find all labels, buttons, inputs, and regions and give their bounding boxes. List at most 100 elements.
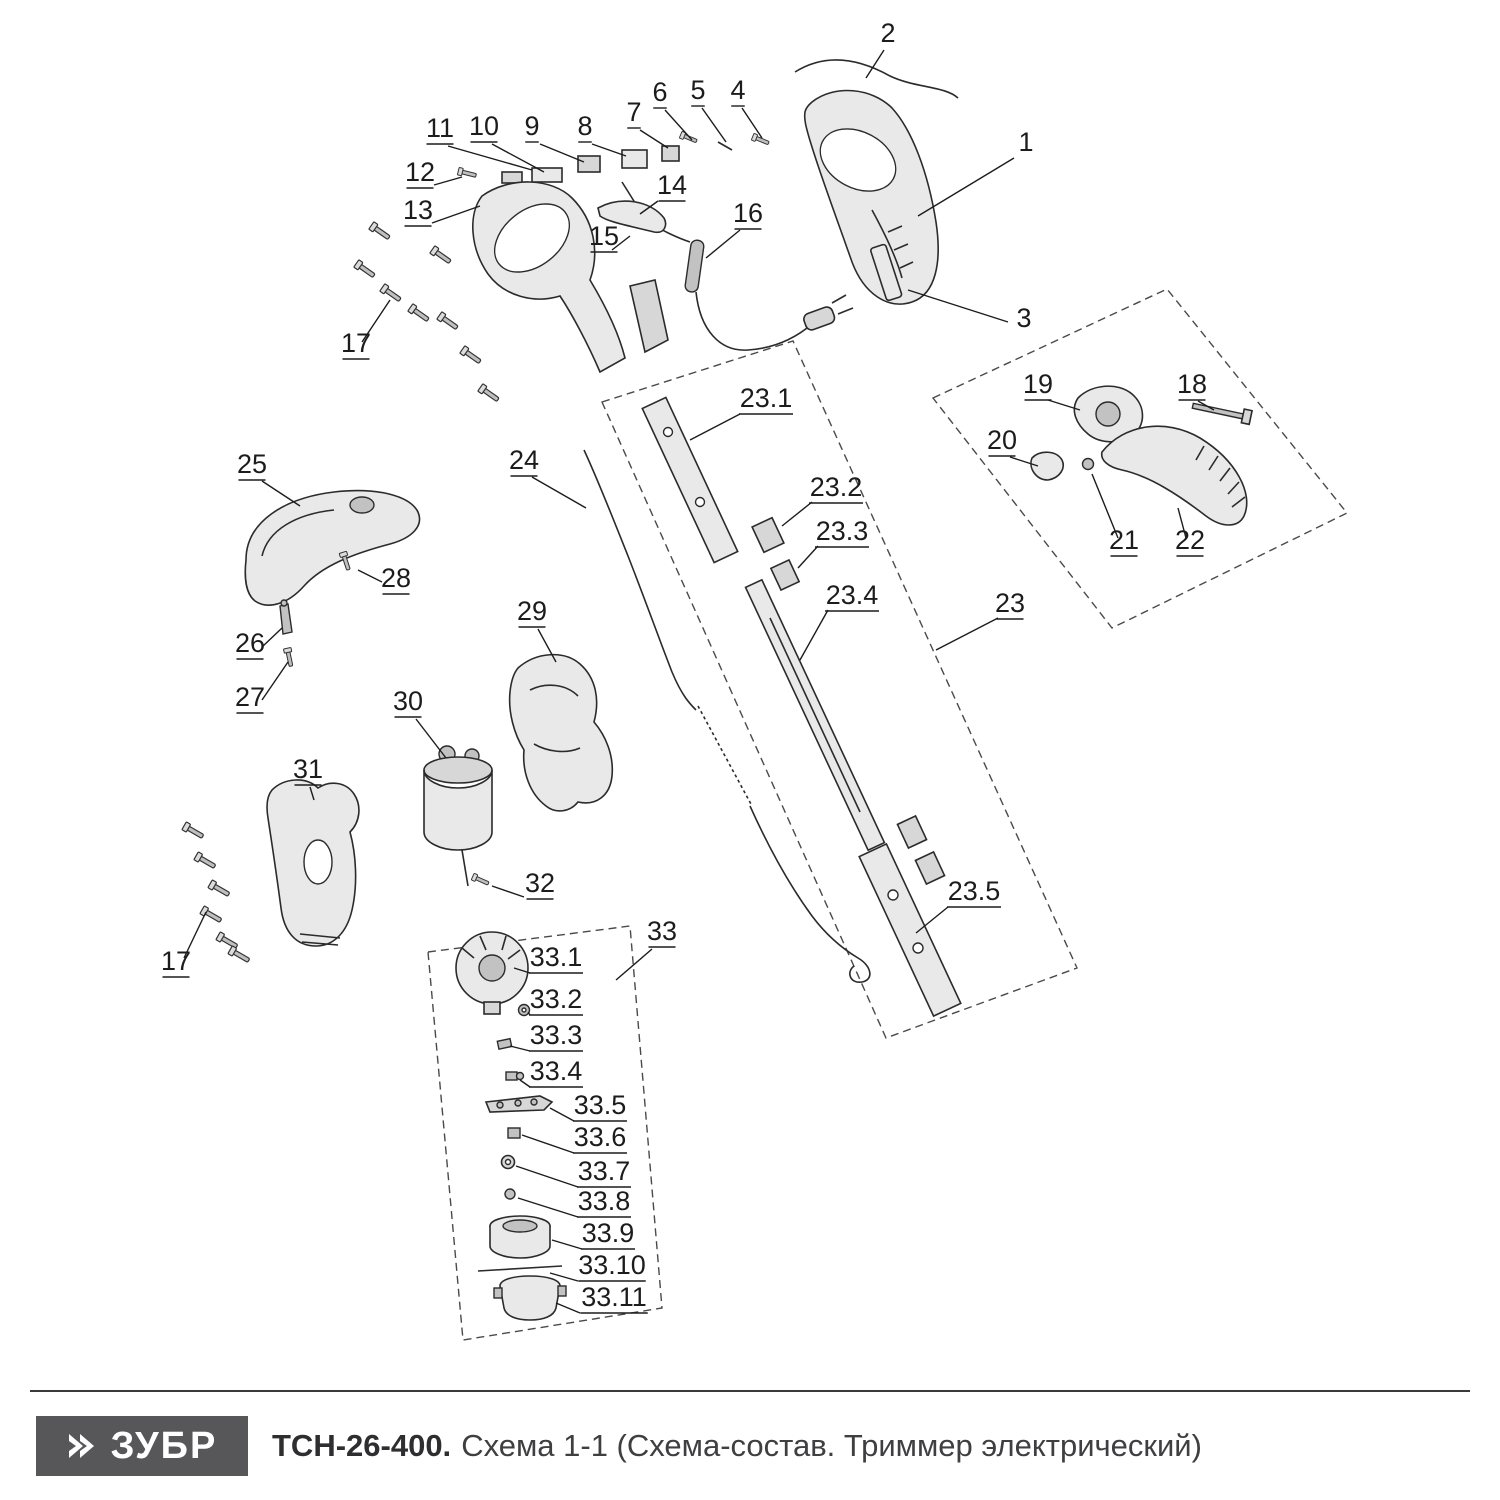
part-33-5-lever — [484, 1095, 554, 1113]
leader-line-4 — [741, 107, 763, 139]
leader-line-33.4 — [519, 1079, 531, 1088]
part-label-10: 10 — [469, 111, 499, 141]
leader-line-9 — [539, 143, 585, 163]
part-label-33.9: 33.9 — [582, 1218, 635, 1248]
part-label-26: 26 — [235, 628, 265, 658]
part-label-15: 15 — [589, 221, 619, 251]
part-label-23.5: 23.5 — [948, 876, 1001, 906]
leader-line-24 — [531, 476, 587, 509]
part-label-4: 4 — [730, 75, 745, 105]
part-label-27: 27 — [235, 682, 265, 712]
part-label-18: 18 — [1177, 369, 1207, 399]
part-label-33.8: 33.8 — [578, 1186, 631, 1216]
part-9-block — [577, 155, 601, 173]
part-32-screw — [470, 872, 491, 888]
part-5-pin — [717, 141, 733, 151]
part-label-33.2: 33.2 — [530, 984, 583, 1014]
leader-line-25 — [261, 480, 301, 507]
leader-line-33.5 — [549, 1107, 575, 1122]
leader-line-20 — [1009, 456, 1039, 467]
part-label-28: 28 — [381, 563, 411, 593]
part-6-screw — [678, 130, 699, 145]
part-label-33.11: 33.11 — [581, 1282, 647, 1312]
part-label-33.10: 33.10 — [578, 1250, 646, 1280]
part-label-33: 33 — [647, 916, 677, 946]
part-label-30: 30 — [393, 686, 423, 716]
leader-line-18 — [1197, 400, 1215, 411]
part-label-33.7: 33.7 — [578, 1156, 631, 1186]
part-label-23.1: 23.1 — [740, 383, 793, 413]
part-26-blade — [279, 599, 293, 635]
leader-line-5 — [701, 107, 727, 143]
leader-line-8 — [591, 143, 627, 157]
part-17-screws-lower — [181, 821, 252, 965]
part-23-4-tube — [744, 578, 886, 852]
leader-line-29 — [537, 628, 557, 663]
leader-line-12 — [433, 176, 463, 186]
part-label-19: 19 — [1023, 369, 1053, 399]
leader-line-28 — [357, 569, 383, 583]
part-label-21: 21 — [1109, 525, 1139, 555]
part-label-23.3: 23.3 — [816, 516, 869, 546]
part-23-clamp-pieces — [896, 814, 946, 886]
leader-line-1 — [917, 157, 1015, 217]
part-16-cord-plug — [684, 239, 854, 351]
part-18-bolt — [1191, 402, 1254, 426]
leader-line-23.4 — [799, 609, 829, 661]
assembly-box-handle — [931, 288, 1349, 629]
part-label-24: 24 — [509, 445, 539, 475]
leader-line-33.6 — [521, 1134, 575, 1154]
part-label-17: 17 — [161, 946, 191, 976]
part-2-cord — [794, 59, 959, 99]
leader-line-26 — [261, 627, 283, 648]
brand-name: ЗУБР — [110, 1424, 218, 1467]
part-label-20: 20 — [987, 425, 1017, 455]
leader-line-33.9 — [551, 1239, 583, 1250]
part-25-guard — [244, 489, 421, 606]
part-label-33.6: 33.6 — [574, 1122, 627, 1152]
leader-line-15 — [611, 235, 631, 251]
part-label-12: 12 — [405, 157, 435, 187]
leader-line-10 — [491, 143, 545, 173]
leader-line-30 — [415, 718, 447, 759]
schematic-title: Схема 1-1 (Схема-состав. Триммер электри… — [461, 1428, 1202, 1463]
leader-line-14 — [639, 200, 659, 215]
leader-line-33 — [615, 948, 653, 981]
leader-line-33.3 — [509, 1045, 531, 1052]
leader-line-23.5 — [915, 906, 949, 934]
exploded-diagram: 2654789101111213141516317191823.12025242… — [161, 18, 1349, 1341]
leader-line-7 — [639, 129, 669, 149]
part-label-16: 16 — [733, 198, 763, 228]
part-label-23: 23 — [995, 588, 1025, 618]
part-8-block — [621, 149, 648, 169]
leader-line-17 — [361, 299, 391, 343]
leader-line-23.1 — [689, 413, 741, 441]
leader-line-17 — [183, 911, 207, 959]
part-33-2-washer — [517, 1003, 531, 1017]
part-label-6: 6 — [652, 77, 667, 107]
leader-line-11 — [447, 145, 533, 171]
part-label-3: 3 — [1016, 303, 1031, 333]
part-label-17: 17 — [341, 328, 371, 358]
part-label-9: 9 — [524, 111, 539, 141]
part-label-25: 25 — [237, 449, 267, 479]
part-33-1-head-body — [455, 931, 529, 1015]
part-label-14: 14 — [657, 170, 687, 200]
leader-line-33.11 — [555, 1302, 581, 1314]
part-27-screw — [282, 646, 296, 668]
leader-line-2 — [865, 49, 885, 79]
part-label-33.4: 33.4 — [530, 1056, 583, 1086]
part-1-motor-housing — [803, 89, 939, 305]
part-11-block — [501, 171, 523, 184]
leader-line-3 — [907, 289, 1009, 323]
part-33-6-nut — [507, 1127, 521, 1139]
leader-line-23.3 — [797, 545, 819, 569]
part-22-loop-handle — [1100, 425, 1248, 526]
part-33-11-spool-cover — [493, 1275, 567, 1321]
leader-line-23 — [935, 617, 999, 651]
zubr-arrow-icon — [68, 1434, 94, 1458]
part-15-trigger — [597, 200, 667, 234]
part-24-inner-cable — [583, 449, 871, 983]
leader-line-22 — [1177, 507, 1187, 539]
